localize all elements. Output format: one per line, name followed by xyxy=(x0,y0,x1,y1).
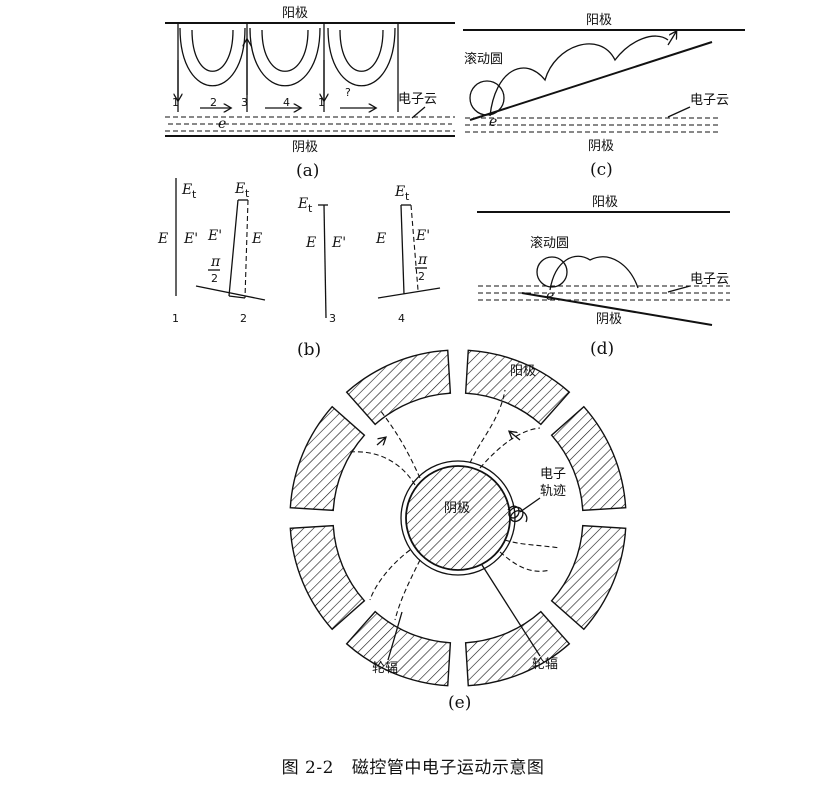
svg-text:2: 2 xyxy=(418,270,425,283)
cathode-label: 阴极 xyxy=(292,140,318,155)
svg-text:E': E' xyxy=(207,228,222,244)
caption-text: 磁控管中电子运动示意图 xyxy=(351,758,545,778)
electron-cloud-d xyxy=(478,285,730,301)
svg-text:E': E' xyxy=(183,231,198,247)
svg-text:π: π xyxy=(417,252,428,268)
spoke-label-left: 轮辐 xyxy=(372,661,398,676)
electron-trajectory-outer xyxy=(179,27,396,87)
svg-text:E: E xyxy=(234,181,245,197)
anode-segment xyxy=(464,349,571,426)
spoke-lower-left xyxy=(369,549,421,621)
panel-e: 阳极 阴极 电子 轨迹 轮辐 轮辐 (e) xyxy=(289,349,627,713)
figure: 阳极 1 2 3 4 1 e ? 电子云 阴极 (a) xyxy=(157,6,745,713)
anode-block xyxy=(289,349,627,687)
position-2: 2 xyxy=(210,96,217,109)
rolling-circle-d xyxy=(536,256,568,288)
anode-segment xyxy=(550,524,627,631)
electron-e: e xyxy=(218,116,226,132)
svg-text:π: π xyxy=(210,254,221,270)
anode-segment xyxy=(289,524,366,631)
panel-a: 阳极 1 2 3 4 1 e ? 电子云 阴极 (a) xyxy=(165,6,455,181)
svg-text:t: t xyxy=(405,190,410,203)
b-num-4: 4 xyxy=(398,312,405,325)
caption-number: 图 2-2 xyxy=(281,758,334,778)
svg-text:E: E xyxy=(394,184,405,200)
electron-cloud xyxy=(165,116,455,132)
anode-label-c: 阳极 xyxy=(586,13,612,28)
sublabel-c: (c) xyxy=(590,160,613,180)
sublabel-e: (e) xyxy=(448,693,471,713)
sublabel-a: (a) xyxy=(296,161,319,181)
cloud-label: 电子云 xyxy=(398,92,437,107)
svg-text:t: t xyxy=(245,187,250,200)
rolling-circle-label-d: 滚动圆 xyxy=(530,235,569,251)
svg-text:E: E xyxy=(375,231,386,247)
svg-text:t: t xyxy=(192,188,197,201)
cathode-disc xyxy=(405,465,511,571)
inclined-field-line-d xyxy=(521,292,713,326)
cloud-label-c: 电子云 xyxy=(690,93,729,108)
anode-segment xyxy=(464,610,571,687)
anode-label: 阳极 xyxy=(282,6,308,21)
cathode-label-d: 阴极 xyxy=(596,312,622,327)
anode-segment xyxy=(289,405,366,512)
svg-text:E: E xyxy=(181,182,192,198)
spoke-upper-right xyxy=(469,389,541,469)
electron-trajectory-loops xyxy=(507,505,528,523)
rolling-circle-label-c: 滚动圆 xyxy=(464,51,503,67)
trajectory-label-2: 轨迹 xyxy=(540,484,566,499)
sublabel-b: (b) xyxy=(297,340,321,360)
svg-text:e: e xyxy=(546,288,554,304)
spoke-lower-right xyxy=(499,539,561,572)
cloud-label-d: 电子云 xyxy=(690,272,729,287)
sublabel-d: (d) xyxy=(590,339,614,359)
svg-text:E: E xyxy=(305,235,316,251)
b-num-3: 3 xyxy=(329,312,336,325)
svg-text:E': E' xyxy=(415,228,430,244)
position-1b: 1 xyxy=(318,96,325,109)
inclined-field-line-c xyxy=(469,41,713,121)
electron-trajectory-d xyxy=(549,255,639,291)
b-num-2: 2 xyxy=(240,312,247,325)
anode-label-d: 阳极 xyxy=(592,195,618,210)
rolling-circle-c xyxy=(469,80,505,116)
electron-trajectory-c xyxy=(489,35,669,117)
spoke-label-right: 轮辐 xyxy=(532,657,558,672)
electron-trajectory-inner xyxy=(191,29,384,72)
anode-segment xyxy=(345,349,452,426)
electron-cloud-c xyxy=(465,117,720,133)
svg-text:t: t xyxy=(308,202,313,215)
position-1: 1 xyxy=(172,96,179,109)
svg-text:E': E' xyxy=(331,235,346,251)
svg-text:e: e xyxy=(489,114,497,130)
anode-segment xyxy=(345,610,452,687)
trajectory-label-1: 电子 xyxy=(540,467,566,482)
svg-text:2: 2 xyxy=(211,272,218,285)
cathode-label-e: 阴极 xyxy=(444,501,470,516)
b-num-1: 1 xyxy=(172,312,179,325)
anode-label-e: 阳极 xyxy=(510,364,536,379)
svg-text:E: E xyxy=(157,231,168,247)
question-mark: ? xyxy=(345,86,351,99)
panel-d: 阳极 滚动圆 e 电子云 阴极 (d) xyxy=(477,195,730,359)
svg-text:E: E xyxy=(297,196,308,212)
panel-c: 阳极 滚动圆 e 电子云 阴极 (c) xyxy=(463,13,745,180)
anode-segment xyxy=(550,405,627,512)
position-3: 3 xyxy=(241,96,248,109)
cathode-label-c: 阴极 xyxy=(588,139,614,154)
figure-caption: 图 2-2 磁控管中电子运动示意图 xyxy=(0,753,826,778)
svg-text:E: E xyxy=(251,231,262,247)
position-4: 4 xyxy=(283,96,290,109)
spoke-upper-left xyxy=(349,409,421,486)
